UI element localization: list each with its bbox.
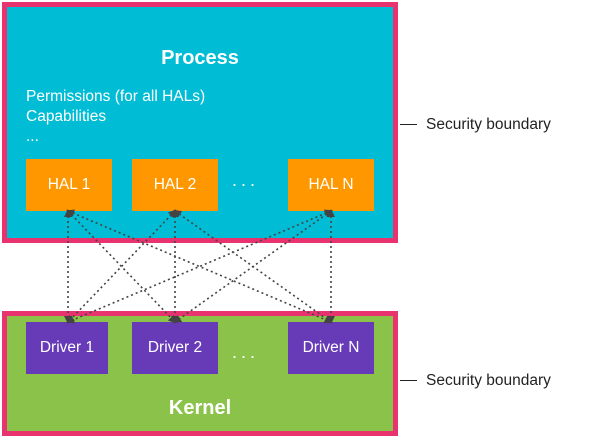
driver-1-box: Driver 1: [26, 322, 108, 374]
hal-2-box: HAL 2: [132, 159, 218, 211]
hal-1-box: HAL 1: [26, 159, 112, 211]
kernel-boundary-label: Security boundary: [426, 372, 551, 389]
permissions-text: Permissions (for all HALs): [26, 88, 206, 105]
hal-n-box: HAL N: [288, 159, 374, 211]
capabilities-text: Capabilities: [26, 108, 107, 125]
hal-ellipsis: ...: [232, 170, 260, 190]
kernel-title: Kernel: [168, 397, 232, 419]
connector-hal-n-driver-2: [173, 209, 333, 324]
process-title: Process: [161, 47, 239, 69]
driver-ellipsis: ...: [232, 342, 260, 362]
driver-2-box: Driver 2: [132, 322, 218, 374]
process-boundary-label: Security boundary: [426, 116, 551, 133]
process-boundary-line: [400, 124, 417, 125]
kernel-boundary-line: [400, 380, 417, 381]
more-ellipsis: ...: [26, 128, 39, 145]
driver-n-box: Driver N: [288, 322, 374, 374]
